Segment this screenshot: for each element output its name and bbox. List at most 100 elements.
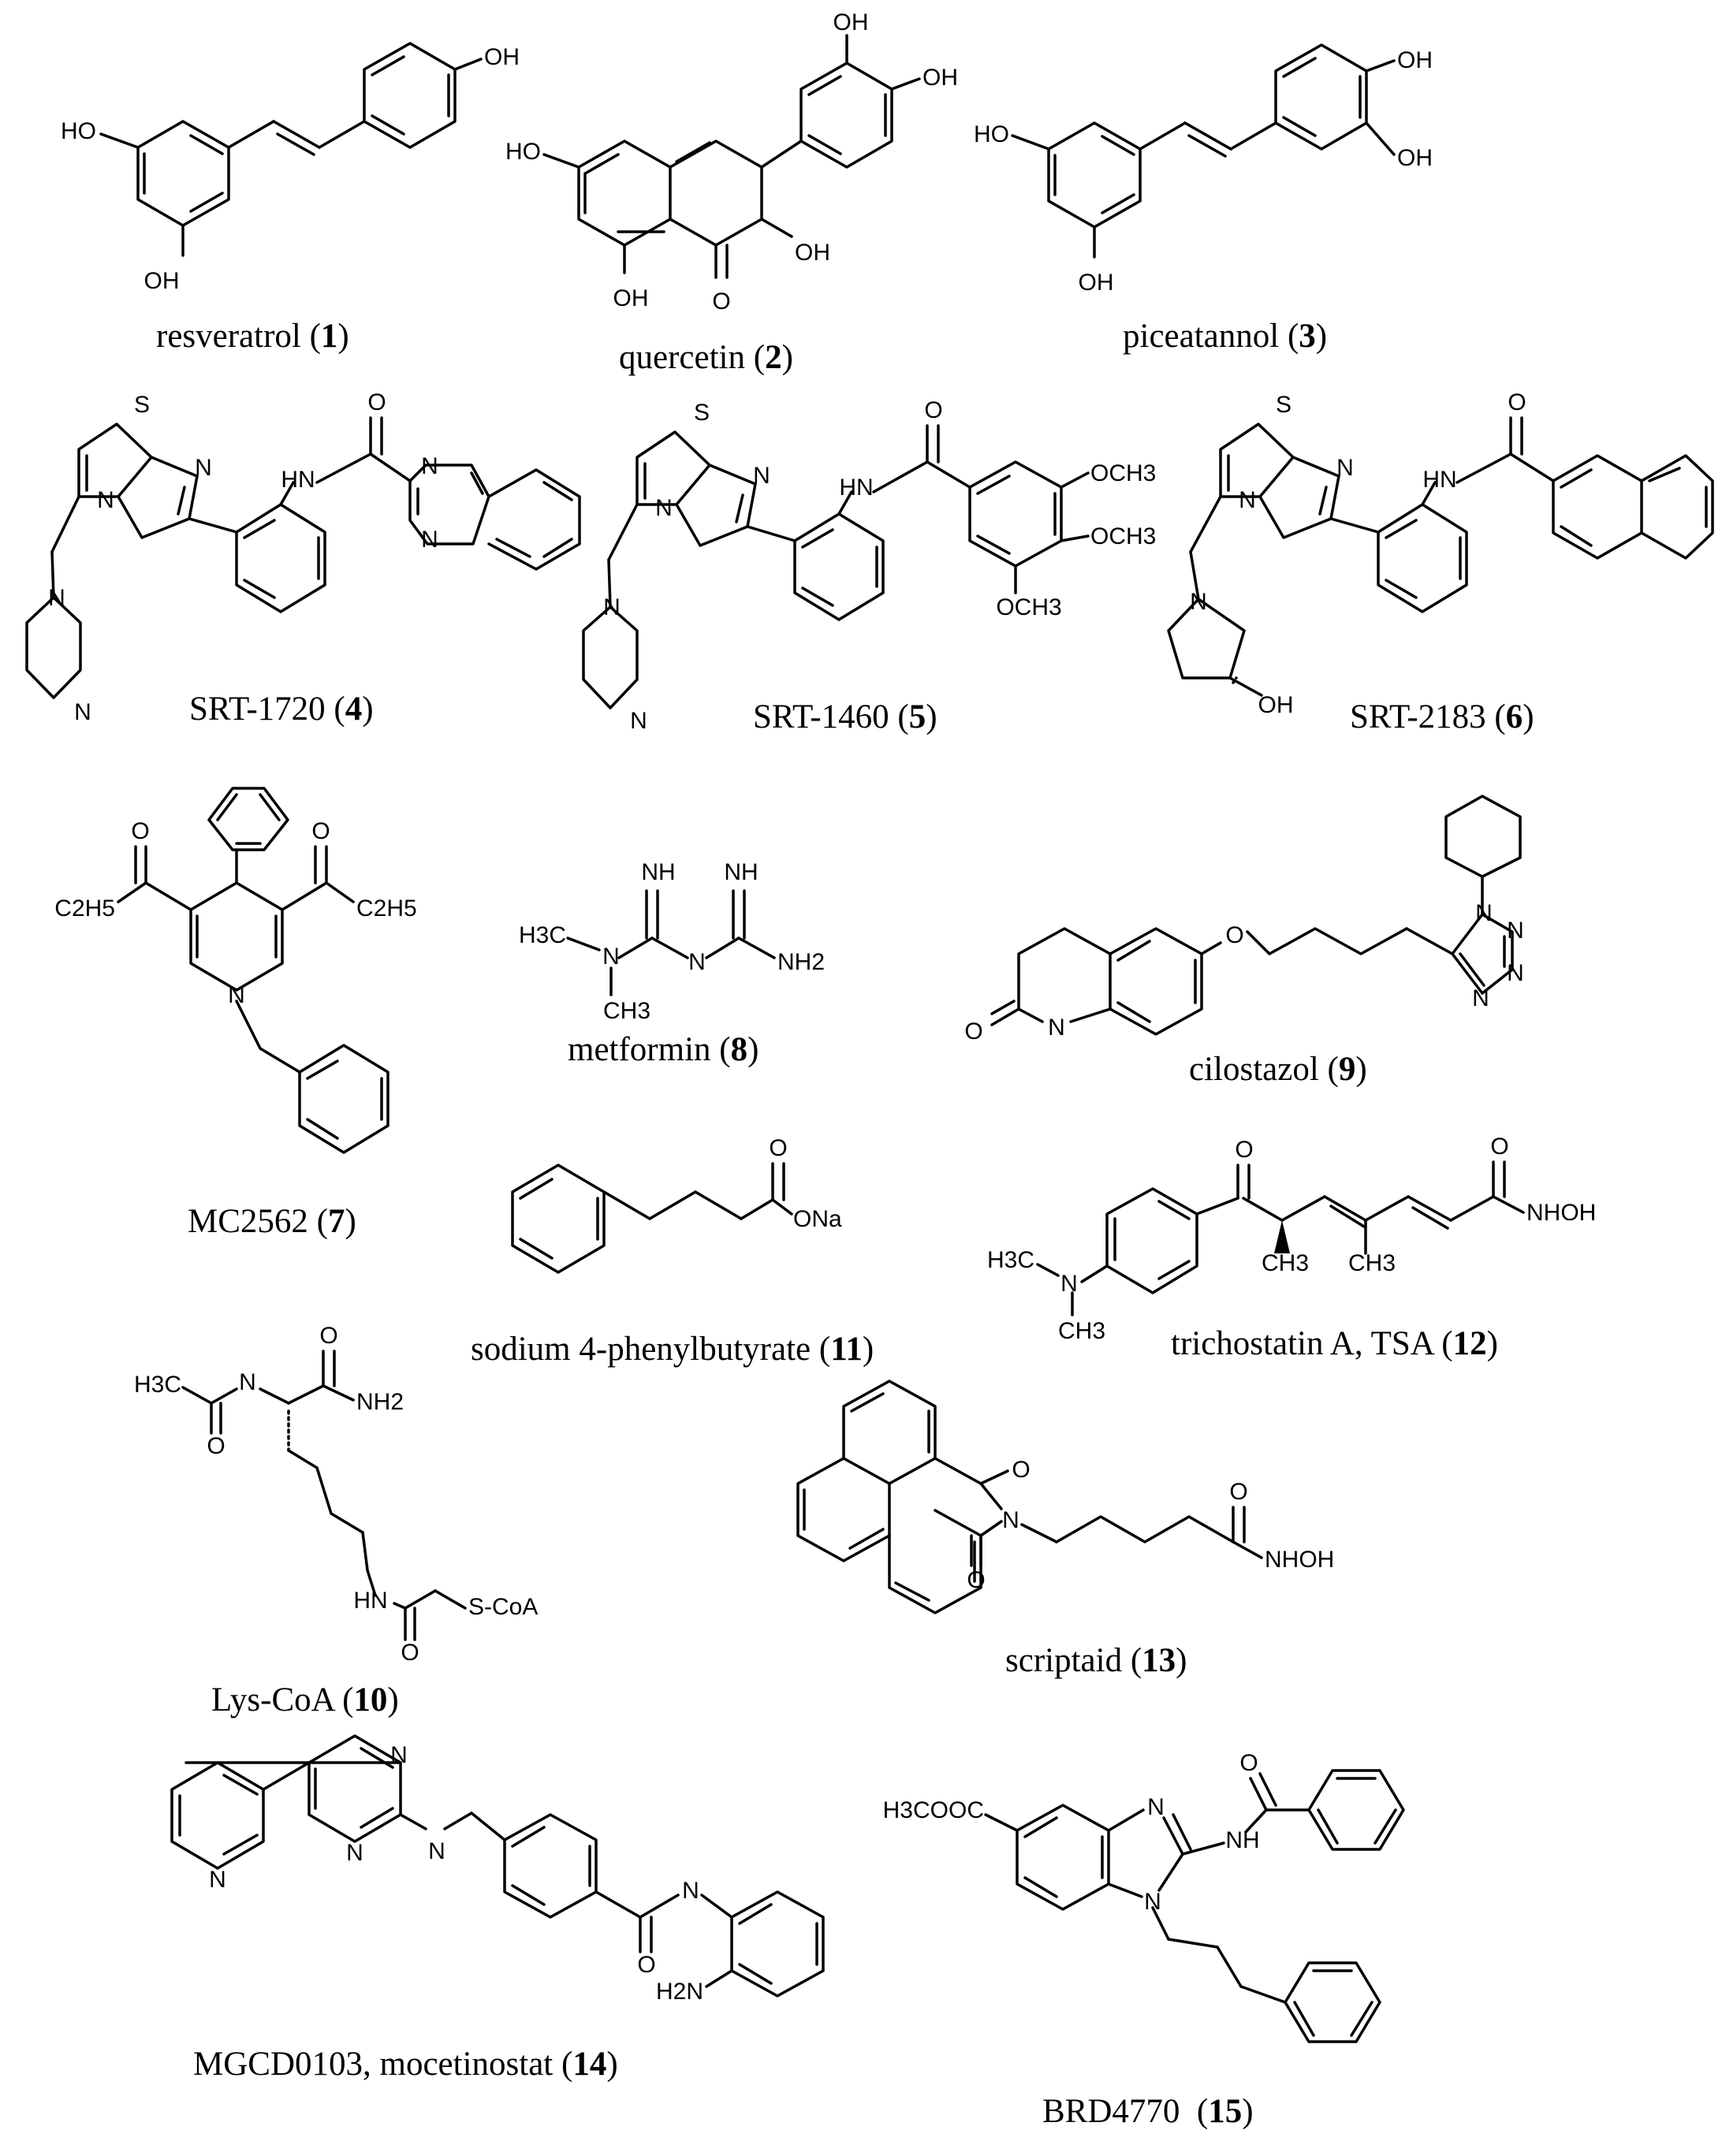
atom-label: N bbox=[602, 944, 620, 970]
compound-number: 13 bbox=[1142, 1642, 1176, 1679]
atom-label: S bbox=[694, 400, 710, 426]
atom-label: CH3 bbox=[1348, 1250, 1396, 1276]
atom-label: H3COOC bbox=[883, 1797, 984, 1823]
atom-label: OH bbox=[1397, 47, 1433, 73]
atom-label: HO bbox=[61, 118, 96, 144]
compound-number: 3 bbox=[1299, 318, 1316, 355]
compound-number: 4 bbox=[345, 691, 363, 728]
atom-label: NH2 bbox=[356, 1389, 404, 1415]
atom-label: S bbox=[134, 392, 150, 418]
caption-mc2562: MC2562 (7) bbox=[188, 1203, 356, 1240]
compound-name: cilostazol bbox=[1189, 1051, 1319, 1088]
atom-label: HN bbox=[839, 475, 873, 501]
atom-label: N bbox=[390, 1742, 408, 1768]
compound-name: resveratrol bbox=[156, 318, 301, 355]
resveratrol-structure: OH HO OH bbox=[61, 42, 520, 294]
atom-label: N bbox=[239, 1369, 256, 1395]
atom-label: HN bbox=[1422, 467, 1456, 493]
atom-label: N bbox=[421, 453, 438, 479]
caption-srt-2183: SRT-2183 (6) bbox=[1350, 698, 1534, 735]
atom-label: OH bbox=[795, 240, 830, 266]
compound-name: metformin bbox=[568, 1031, 711, 1068]
atom-label: O bbox=[1239, 1750, 1258, 1776]
atom-label: N bbox=[1475, 900, 1493, 926]
quercetin-structure: OH OH HO OH OH O bbox=[505, 9, 958, 315]
atom-label: N bbox=[209, 1867, 226, 1893]
atom-label: O bbox=[769, 1135, 787, 1161]
caption-trichostatin-a: trichostatin A, TSA (12) bbox=[1171, 1325, 1498, 1362]
atom-label: OH bbox=[144, 268, 180, 294]
atom-label: O bbox=[1490, 1134, 1508, 1160]
compound-number: 8 bbox=[730, 1031, 748, 1068]
atom-label: O bbox=[1012, 1457, 1030, 1483]
caption-metformin: metformin (8) bbox=[568, 1031, 759, 1068]
compound-name: quercetin bbox=[619, 339, 745, 376]
atom-label: OCH3 bbox=[1090, 523, 1156, 549]
compound-number: 9 bbox=[1338, 1051, 1356, 1088]
atom-label: HN bbox=[353, 1588, 387, 1614]
lys-coa-structure: H3C N O NH2 O HN S-CoA O bbox=[134, 1323, 538, 1666]
caption-lys-coa: Lys-CoA (10) bbox=[211, 1681, 399, 1718]
atom-label: O bbox=[131, 818, 149, 844]
atom-label: NH2 bbox=[777, 949, 825, 975]
caption-sodium-4-phenylbutyrate: sodium 4-phenylbutyrate (11) bbox=[471, 1331, 874, 1368]
atom-label: N bbox=[195, 455, 212, 481]
atom-label: HO bbox=[505, 139, 541, 165]
compound-name: trichostatin A, TSA bbox=[1171, 1325, 1433, 1362]
atom-label: O bbox=[1229, 1479, 1247, 1505]
compound-number: 7 bbox=[328, 1203, 345, 1240]
atom-label: O bbox=[1508, 389, 1526, 415]
compound-number: 10 bbox=[353, 1681, 388, 1718]
atom-label: O bbox=[367, 389, 386, 415]
atom-label: NHOH bbox=[1265, 1547, 1334, 1573]
atom-label: HO bbox=[974, 121, 1009, 147]
atom-label: N bbox=[421, 527, 438, 553]
atom-label: OH bbox=[833, 9, 869, 35]
compound-name: sodium 4-phenylbutyrate bbox=[471, 1331, 811, 1368]
caption-quercetin: quercetin (2) bbox=[619, 339, 793, 376]
trichostatin-a-structure: O O NHOH H3C N CH3 CH3 CH3 bbox=[987, 1134, 1596, 1344]
atom-label: H3C bbox=[134, 1372, 181, 1398]
atom-label: OH bbox=[484, 44, 520, 70]
compound-name: BRD4770 bbox=[1042, 2093, 1180, 2130]
atom-label: OH bbox=[922, 65, 958, 91]
atom-label: N bbox=[753, 463, 770, 489]
metformin-structure: NH NH H3C N N NH2 CH3 bbox=[519, 859, 825, 1024]
caption-resveratrol: resveratrol (1) bbox=[156, 318, 349, 355]
caption-brd4770: BRD4770 (15) bbox=[1042, 2093, 1254, 2130]
atom-label: OH bbox=[613, 285, 649, 311]
atom-label: HN bbox=[281, 467, 315, 493]
atom-label: O bbox=[964, 1018, 982, 1044]
atom-label: N bbox=[1002, 1507, 1019, 1533]
atom-label: OCH3 bbox=[996, 594, 1061, 620]
atom-label: OH bbox=[1079, 270, 1114, 296]
atom-label: N bbox=[1060, 1271, 1078, 1297]
atom-label: N bbox=[682, 1878, 699, 1904]
atom-label: NH bbox=[724, 859, 758, 885]
atom-label: N bbox=[688, 949, 706, 975]
atom-label: NH bbox=[1225, 1827, 1259, 1853]
atom-label: OCH3 bbox=[1090, 460, 1156, 486]
atom-label: C2H5 bbox=[356, 896, 417, 922]
atom-label: CH3 bbox=[1058, 1318, 1105, 1344]
atom-label: C2H5 bbox=[54, 896, 115, 922]
atom-label: N bbox=[74, 699, 91, 725]
atom-label: N bbox=[1507, 918, 1524, 944]
caption-scriptaid: scriptaid (13) bbox=[1005, 1642, 1187, 1679]
atom-label: NH bbox=[641, 859, 675, 885]
atom-label: N bbox=[1472, 985, 1489, 1011]
mc2562-structure: O O C2H5 C2H5 N bbox=[54, 787, 417, 1154]
srt-2183-structure: S N N O HN N OH bbox=[1167, 389, 1714, 718]
sodium-4-phenylbutyrate-structure: O ONa bbox=[511, 1135, 842, 1274]
atom-label: ONa bbox=[793, 1206, 842, 1232]
atom-label: O bbox=[967, 1567, 985, 1593]
caption-srt-1720: SRT-1720 (4) bbox=[189, 691, 374, 728]
compound-number: 11 bbox=[830, 1331, 863, 1368]
atom-label: N bbox=[655, 495, 673, 521]
atom-label: O bbox=[924, 397, 942, 423]
cilostazol-structure: O N N N N O N bbox=[964, 795, 1524, 1044]
compound-number: 14 bbox=[572, 2046, 607, 2083]
compound-name: MGCD0103, mocetinostat bbox=[193, 2046, 554, 2083]
